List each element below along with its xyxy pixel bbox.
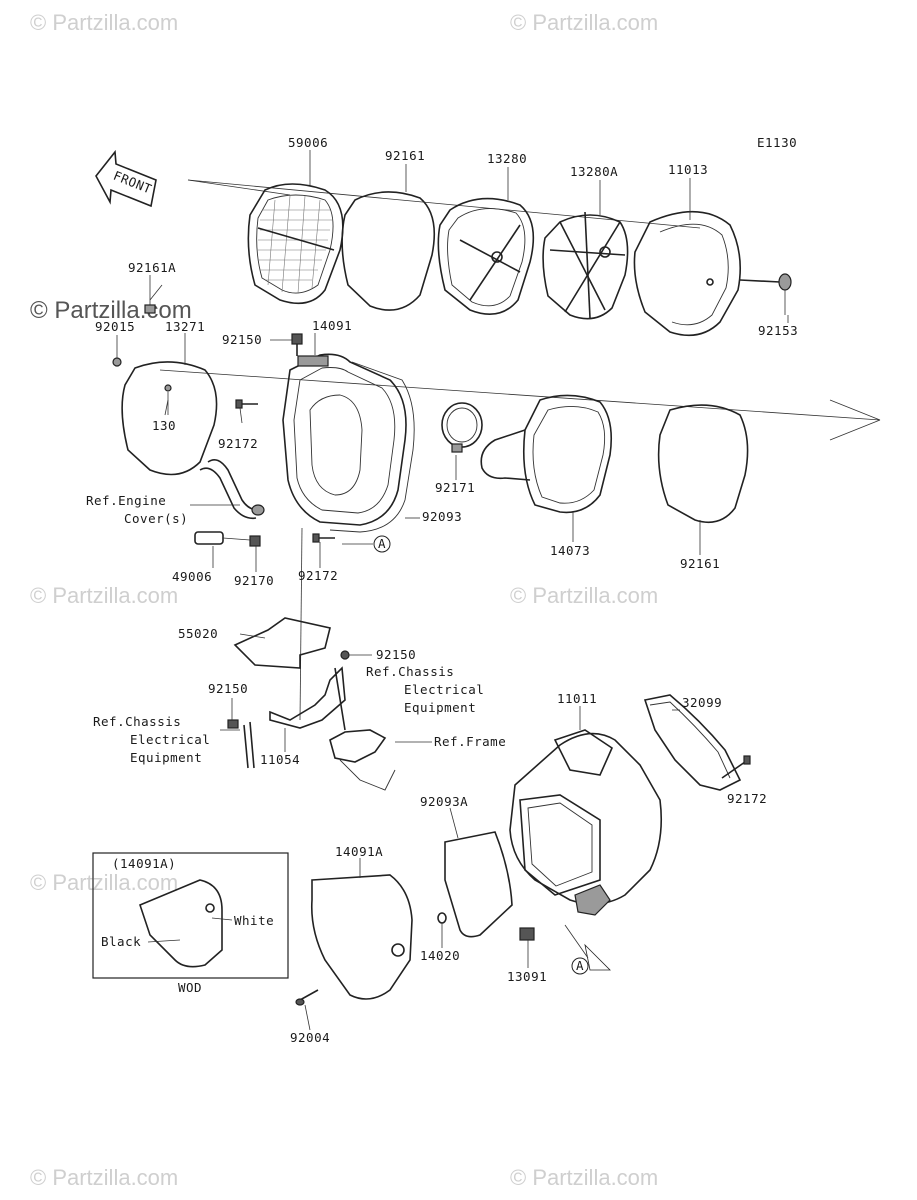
label-92150-a: 92150 — [222, 332, 262, 347]
part-92150-bolt-top — [270, 333, 303, 356]
diagram-code: E1130 — [757, 135, 797, 150]
label-92161-b: 92161 — [680, 556, 720, 571]
part-13271-cover-plate — [121, 361, 218, 476]
label-92161A: 92161A — [128, 260, 176, 275]
part-92161A-screw — [144, 275, 156, 314]
part-14073-intake-duct — [480, 394, 613, 514]
label-11011: 11011 — [557, 691, 597, 706]
part-92172-screw-a — [235, 399, 258, 409]
label-white: White — [234, 913, 274, 928]
front-arrow-icon: FRONT — [95, 149, 157, 208]
label-ref-chassis-right-line3: Equipment — [404, 700, 476, 715]
label-59006: 59006 — [288, 135, 328, 150]
label-14091A-box: (14091A) — [112, 856, 176, 871]
part-92150-bolt-b — [340, 650, 372, 660]
part-92161-gasket-lower — [657, 404, 749, 524]
label-92015: 92015 — [95, 319, 135, 334]
wod-inset-box — [92, 852, 289, 979]
label-92172-c: 92172 — [727, 791, 767, 806]
label-ref-chassis-left-line2: Electrical — [130, 732, 210, 747]
label-ref-chassis-right-line2: Electrical — [404, 682, 484, 697]
part-14091A-cover — [310, 874, 413, 1000]
watermark-logo: © Partzilla.com — [30, 297, 192, 324]
part-92150-bolt-c — [227, 719, 255, 769]
label-ref-frame: Ref.Frame — [434, 734, 506, 749]
label-92093A: 92093A — [420, 794, 468, 809]
label-92171: 92171 — [435, 480, 475, 495]
part-32099-side-panel — [643, 694, 742, 791]
label-14091A: 14091A — [335, 844, 383, 859]
label-ref-engine-line2: Cover(s) — [124, 511, 188, 526]
label-32099: 32099 — [682, 695, 722, 710]
label-92172-b: 92172 — [298, 568, 338, 583]
assembly-guide-lines — [159, 179, 881, 441]
label-130: 130 — [152, 418, 176, 433]
part-92172-screw-b — [312, 533, 335, 543]
part-92172-screw-c — [721, 755, 751, 779]
part-13280A-filter-cage — [542, 211, 629, 320]
label-49006: 49006 — [172, 569, 212, 584]
label-92093: 92093 — [422, 509, 462, 524]
label-wod: WOD — [178, 980, 202, 995]
label-11054: 11054 — [260, 752, 300, 767]
part-14020-washer — [437, 912, 447, 924]
reference-a-top: A — [342, 535, 391, 553]
label-92172-a: 92172 — [218, 436, 258, 451]
part-11054-bracket — [269, 666, 346, 731]
label-13091: 13091 — [507, 969, 547, 984]
label-14091: 14091 — [312, 318, 352, 333]
frame-reference-bracket — [329, 729, 396, 791]
ref-a-top-label: A — [378, 536, 386, 551]
label-13271: 13271 — [165, 319, 205, 334]
watermark-lower-left: © Partzilla.com — [30, 870, 178, 895]
watermark-bottom-right: © Partzilla.com — [510, 1165, 658, 1190]
label-ref-chassis-right-line1: Ref.Chassis — [366, 664, 454, 679]
label-ref-chassis-left-line3: Equipment — [130, 750, 202, 765]
watermark-top-right: © Partzilla.com — [510, 10, 658, 35]
part-labels: 59006 92161 13280 13280A 11013 92161A 92… — [86, 135, 798, 1045]
part-breather-hose — [199, 459, 265, 520]
label-92153: 92153 — [758, 323, 798, 338]
label-92170: 92170 — [234, 573, 274, 588]
ref-a-bottom-label: A — [576, 958, 584, 973]
label-14020: 14020 — [420, 948, 460, 963]
part-92093A-seal — [444, 831, 513, 938]
assembly-axis-line — [299, 527, 303, 721]
label-black: Black — [101, 934, 141, 949]
watermark-mid-left: © Partzilla.com — [30, 583, 178, 608]
label-ref-chassis-left-line1: Ref.Chassis — [93, 714, 181, 729]
watermark-mid-right: © Partzilla.com — [510, 583, 658, 608]
part-49006-drain-plug — [194, 531, 251, 545]
label-11013: 11013 — [668, 162, 708, 177]
label-55020: 55020 — [178, 626, 218, 641]
reference-a-bottom: A — [564, 924, 611, 975]
part-14091-housing-cover — [282, 353, 407, 526]
label-13280A: 13280A — [570, 164, 618, 179]
label-ref-engine-line1: Ref.Engine — [86, 493, 166, 508]
part-55020-pad — [233, 617, 331, 669]
part-92171-clamp — [441, 402, 483, 453]
part-92161-gasket-top — [341, 191, 436, 311]
part-13091-clip — [519, 927, 535, 941]
part-92004-screw — [295, 989, 319, 1006]
part-11013-air-filter — [633, 210, 742, 337]
label-13280: 13280 — [487, 151, 527, 166]
label-92004: 92004 — [290, 1030, 330, 1045]
part-92170-clamp — [249, 535, 261, 547]
leader-lines — [116, 150, 789, 1031]
part-92153-bolt — [739, 273, 792, 315]
part-92093-seal — [329, 361, 415, 533]
label-92150-c: 92150 — [208, 681, 248, 696]
watermarks: © Partzilla.com © Partzilla.com © Partzi… — [30, 10, 658, 1190]
watermark-top-left: © Partzilla.com — [30, 10, 178, 35]
label-92161-top: 92161 — [385, 148, 425, 163]
part-92015-nut — [112, 357, 122, 367]
part-13280-filter-frame — [437, 197, 535, 316]
part-11011-air-box — [509, 729, 663, 916]
part-59006-screen — [247, 183, 344, 305]
watermark-bottom-left: © Partzilla.com — [30, 1165, 178, 1190]
label-92150-b: 92150 — [376, 647, 416, 662]
label-14073: 14073 — [550, 543, 590, 558]
